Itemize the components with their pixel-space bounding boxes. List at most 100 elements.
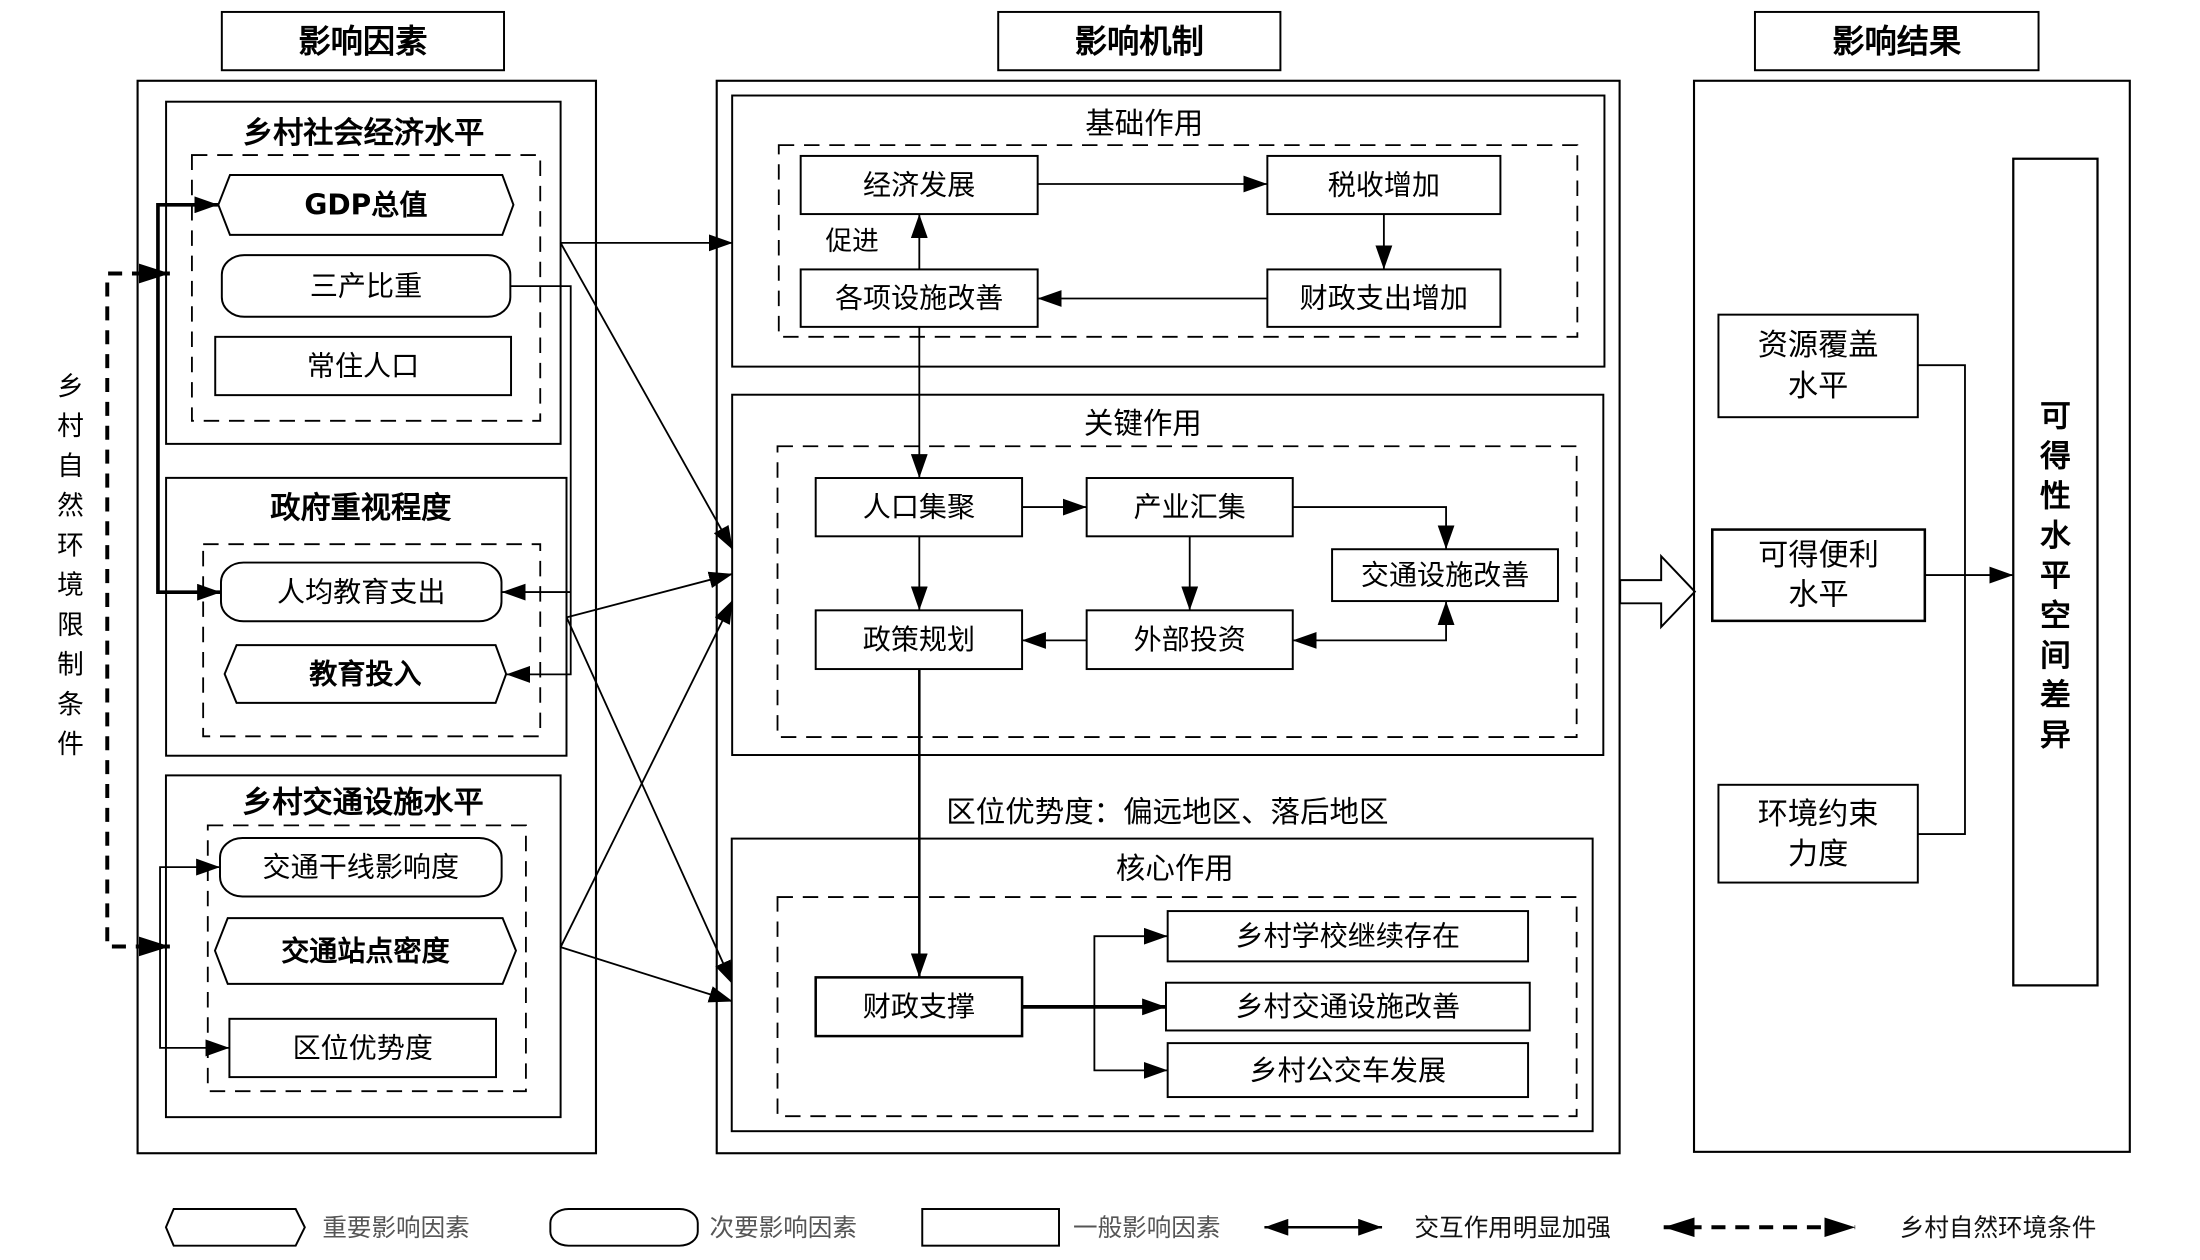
- header-results-label: 影响结果: [1832, 22, 1962, 60]
- result-environment-constraint-line2: 力度: [1788, 837, 1848, 872]
- node-rural-transport-label: 乡村交通设施改善: [1236, 990, 1461, 1023]
- connector-results-bracket: [1917, 364, 1966, 836]
- node-economy-box: [799, 154, 1039, 216]
- legend-important-label: 重要影响因素: [322, 1213, 469, 1242]
- mechanism-panel-frame: [715, 79, 1621, 1155]
- legend-item-important: 重要影响因素: [164, 1208, 470, 1247]
- factor-education-per-capita-label: 人均教育支出: [277, 575, 445, 608]
- node-population-label: 人口集聚: [863, 491, 975, 524]
- results-panel-frame: [1692, 79, 2131, 1153]
- node-industry-label: 产业汇集: [1134, 491, 1246, 524]
- header-factors-box: [220, 10, 506, 72]
- mechanism-core-dashed-frame: [776, 896, 1578, 1118]
- factor-group-socioeconomic-dashed-frame: [191, 154, 542, 422]
- mechanism-key-dashed-frame: [776, 445, 1578, 738]
- node-facilities-label: 各项设施改善: [835, 282, 1003, 315]
- arrow-transport-to-core: [560, 946, 734, 1003]
- factors-panel: 乡村社会经济水平 GDP总值 三产比重 常住人口 政府重视程度 人均教育支出 教…: [136, 79, 598, 1155]
- mechanism-core-section: 核心作用 财政支撑 乡村学校继续存在 乡村交通设施改善 乡村公交车发展: [730, 837, 1594, 1133]
- node-fiscal-support-label: 财政支撑: [863, 990, 975, 1023]
- legend-item-general: 一般影响因素: [921, 1208, 1220, 1247]
- factor-trunk-line-influence-label: 交通干线影响度: [263, 851, 459, 884]
- node-transport-improvement-label: 交通设施改善: [1361, 559, 1529, 592]
- node-bus-label: 乡村公交车发展: [1250, 1054, 1446, 1087]
- interaction-arrow-gdp-education-spending: [156, 196, 221, 601]
- arrow-socioeconomic-to-key: [559, 242, 734, 551]
- header-factors: 影响因素: [220, 10, 506, 72]
- legend-rounded-rect-icon: [549, 1208, 699, 1247]
- connector-transport-trunk-location: [159, 858, 230, 1057]
- node-tax-label: 税收增加: [1328, 168, 1440, 201]
- legend: 重要影响因素 次要影响因素 一般影响因素 交互作用明显加强 乡村自然环境条件: [164, 1208, 2096, 1247]
- legend-general-label: 一般影响因素: [1073, 1213, 1220, 1242]
- factor-group-government: 政府重视程度 人均教育支出 教育投入: [165, 476, 568, 757]
- header-factors-label: 影响因素: [298, 22, 427, 60]
- node-school-label: 乡村学校继续存在: [1236, 920, 1461, 953]
- factor-tertiary-ratio-label: 三产比重: [310, 269, 422, 302]
- legend-hexagon-icon: [164, 1208, 306, 1247]
- arrow-government-to-key: [566, 571, 734, 619]
- factor-gdp-label: GDP总值: [304, 189, 427, 222]
- factor-resident-population-label: 常住人口: [307, 349, 419, 382]
- arrow-tertiary-ratio-to-education-investment: [506, 285, 572, 683]
- mechanism-key-title: 关键作用: [1084, 407, 1202, 441]
- location-advantage-note: 区位优势度：偏远地区、落后地区: [946, 795, 1388, 829]
- mechanism-basic-dashed-frame: [777, 144, 1579, 338]
- result-resource-coverage-box: [1717, 313, 1919, 419]
- result-environment-constraint-line1: 环境约束: [1758, 797, 1879, 832]
- outcome-spatial-difference-label: 可得性水平空间差异: [2039, 398, 2072, 753]
- mechanism-core-title: 核心作用: [1116, 852, 1234, 886]
- factor-group-transport: 乡村交通设施水平 交通干线影响度 交通站点密度 区位优势度: [164, 774, 562, 1119]
- factor-location-advantage-label: 区位优势度: [293, 1031, 433, 1064]
- result-accessibility-line2: 水平: [1788, 577, 1848, 612]
- node-school-box: [1166, 910, 1530, 963]
- mechanism-basic-title: 基础作用: [1085, 107, 1203, 141]
- legend-natural-environment-label: 乡村自然环境条件: [1900, 1213, 2096, 1242]
- node-industry-box: [1085, 477, 1294, 538]
- result-accessibility-box: [1711, 528, 1927, 623]
- arrow-investment-transport-bidirectional: [1292, 601, 1455, 649]
- factor-resident-population-rect: [214, 335, 513, 397]
- legend-rectangle-icon: [921, 1208, 1060, 1247]
- node-bus-box: [1166, 1042, 1530, 1099]
- arrow-transport-to-key: [559, 599, 734, 948]
- legend-item-natural-environment: 乡村自然环境条件: [1663, 1213, 2096, 1242]
- mechanism-panel: 基础作用 经济发展 税收增加 财政支出增加 各项设施改善 促进 关键作用 人口集…: [715, 79, 1621, 1155]
- header-results-box: [1753, 10, 2040, 72]
- node-spending-box: [1266, 268, 1502, 328]
- factors-panel-frame: [136, 79, 598, 1155]
- factor-gdp-hexagon: [217, 174, 515, 236]
- node-rural-transport-box: [1165, 981, 1531, 1032]
- results-panel: 资源覆盖 水平 可得便利 水平 环境约束 力度 可得性水平空间差异: [1692, 79, 2131, 1153]
- mechanism-basic-section: 基础作用 经济发展 税收增加 财政支出增加 各项设施改善 促进: [731, 94, 1606, 368]
- legend-interaction-label: 交互作用明显加强: [1414, 1213, 1610, 1242]
- header-mechanism-label: 影响机制: [1075, 22, 1204, 60]
- node-economy-label: 经济发展: [863, 168, 975, 201]
- header-mechanism-box: [997, 10, 1282, 72]
- header-mechanism: 影响机制: [997, 10, 1282, 72]
- mechanism-to-results-hollow-arrow: [1619, 553, 1697, 630]
- promote-label: 促进: [826, 226, 879, 257]
- result-resource-coverage-line1: 资源覆盖: [1758, 328, 1879, 363]
- factor-group-transport-dashed-frame: [206, 824, 527, 1093]
- natural-environment-side-label: 乡村自然环境限制条件: [57, 371, 84, 760]
- node-policy-label: 政策规划: [863, 623, 975, 656]
- factor-group-government-dashed-frame: [202, 543, 542, 738]
- node-investment-label: 外部投资: [1134, 623, 1246, 656]
- factor-group-socioeconomic-title: 乡村社会经济水平: [243, 116, 484, 151]
- header-results: 影响结果: [1753, 10, 2040, 72]
- arrow-industry-to-transport: [1292, 506, 1455, 550]
- arrow-fiscal-support-branches: [1093, 927, 1168, 1079]
- result-accessibility-line1: 可得便利: [1758, 538, 1879, 573]
- node-tax-box: [1266, 154, 1502, 216]
- factor-group-government-title: 政府重视程度: [270, 490, 452, 526]
- result-resource-coverage-line2: 水平: [1788, 369, 1848, 404]
- node-spending-label: 财政支出增加: [1300, 282, 1468, 315]
- arrow-government-to-core: [565, 616, 734, 986]
- factor-station-density-label: 交通站点密度: [281, 934, 450, 967]
- outcome-spatial-difference-box: [2012, 157, 2099, 987]
- natural-environment-dashed-arrow: [105, 263, 170, 957]
- legend-secondary-label: 次要影响因素: [710, 1213, 857, 1242]
- legend-item-interaction: 交互作用明显加强: [1264, 1213, 1611, 1242]
